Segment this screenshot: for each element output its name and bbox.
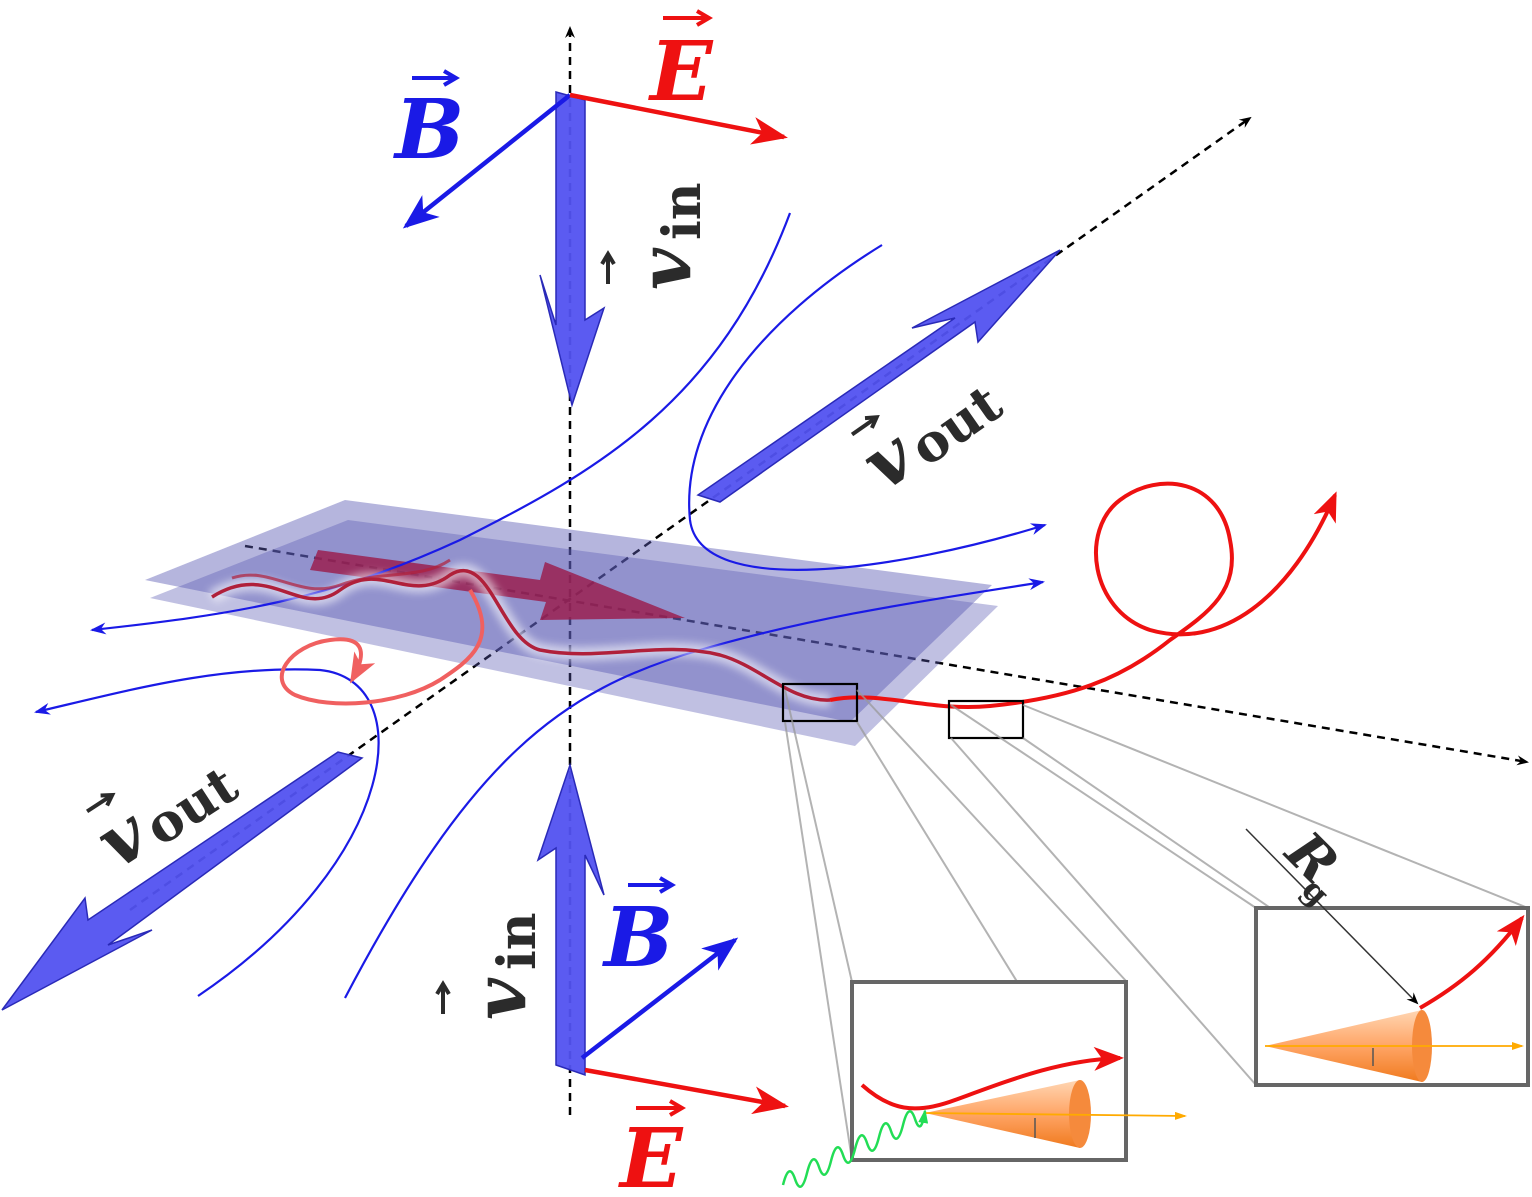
v-in-label-bottom: v in (435, 912, 548, 1020)
inset-1-trajectory (860, 1046, 1124, 1111)
particle-trajectory (208, 481, 1337, 709)
e-label-bottom-text: E (618, 1111, 684, 1197)
inset-1-photon-direction (924, 1111, 1187, 1120)
outflow-arrow-left (1, 751, 364, 1011)
inset-2-trajectory (1419, 914, 1525, 1010)
v-in-label-bottom-v: v (457, 977, 542, 1020)
e-label-top-text: E (648, 24, 714, 120)
v-in-label-bottom-sub: in (487, 912, 548, 970)
v-out-label-right: v out (846, 373, 1013, 506)
b-vector-top (402, 93, 572, 229)
v-in-label-top-sub: in (652, 182, 713, 240)
inflow-arrow-top (539, 91, 606, 408)
b-label-bottom-text: B (602, 890, 673, 986)
gyroradius-line (1245, 828, 1419, 1005)
inset-2 (1245, 828, 1530, 1087)
b-label-top: B (393, 69, 464, 178)
trajectory-in-sheet (211, 569, 831, 702)
zoom-selections (781, 682, 1025, 740)
projection-lines (784, 689, 1529, 1161)
b-label-bottom: B (602, 876, 676, 986)
inset-1 (781, 980, 1187, 1188)
v-out-label-right-sub: out (899, 373, 1013, 478)
v-in-label-top: v in (600, 182, 713, 290)
inflow-arrow-bottom (536, 762, 605, 1077)
field-line (688, 244, 1047, 571)
current-sheet (145, 500, 998, 746)
zoom-box-1 (781, 682, 859, 723)
photon-wave (781, 1109, 929, 1188)
outflow-arrow-right (696, 249, 1061, 503)
zoom-box-2 (947, 699, 1025, 740)
v-in-label-top-v: v (622, 247, 707, 290)
field-vectors-top (402, 92, 788, 229)
e-vector-bottom (584, 1067, 789, 1115)
e-label-top: E (648, 9, 714, 120)
trajectory-gyration-loop (279, 588, 485, 706)
b-label-top-text: B (393, 82, 464, 178)
current-direction-arrow (310, 550, 685, 620)
e-label-bottom: E (618, 1099, 686, 1197)
gyroradius-label: R g (1272, 818, 1350, 914)
e-vector-top (569, 92, 788, 145)
field-line (90, 212, 792, 635)
trajectory-exit (829, 481, 1337, 709)
field-vectors-bottom (580, 937, 789, 1115)
field-line (34, 668, 380, 997)
trajectory-wiggle-upper (231, 558, 451, 591)
b-vector-bottom (580, 937, 739, 1060)
